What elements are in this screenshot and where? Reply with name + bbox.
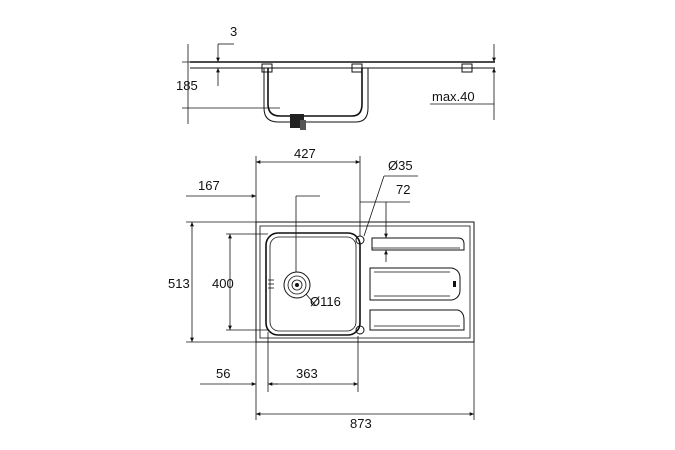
dim-depth: 185: [176, 78, 198, 93]
drainer-drain-slot: [453, 281, 456, 287]
sink-outline: [255, 221, 475, 343]
mounting-clip-right: [351, 63, 363, 73]
bowl-inner: [269, 236, 357, 332]
dim-drainer-width: 72: [396, 182, 410, 197]
waste-outlet: [300, 120, 306, 130]
dim-bowl-inner-width: 363: [296, 366, 318, 381]
bowl: [265, 232, 361, 336]
dim-bowl-width: 427: [294, 146, 316, 161]
drainer-rib-2: [369, 267, 461, 301]
drainer-rib-1: [371, 237, 465, 251]
dim-waste: Ø116: [310, 294, 341, 309]
waste-strainer: [283, 271, 311, 299]
bowl-section: [267, 68, 363, 117]
waste-strainer-core: [291, 279, 303, 291]
waste-center: [295, 283, 299, 287]
drainer-rib-3: [369, 309, 465, 331]
dim-bowl-depth: 400: [212, 276, 234, 291]
dim-edge-offset: 56: [216, 366, 230, 381]
bowl-outer-section: [263, 68, 369, 123]
dim-offset-left: 167: [198, 178, 220, 193]
waste-strainer-inner: [287, 275, 307, 295]
side-section-view: 3 185 max.40: [176, 24, 496, 130]
dim-overall-depth: 513: [168, 276, 190, 291]
dim-overall-width: 873: [350, 416, 372, 431]
dim-max-cutout: max.40: [432, 89, 475, 104]
mounting-clip-far: [461, 63, 473, 73]
mounting-clip-left: [261, 63, 273, 73]
plan-view: 427 Ø35 167 72 513 400 Ø116 56: [168, 146, 475, 431]
sink-inner-outline: [259, 225, 471, 339]
tap-hole-bottom: [355, 325, 365, 335]
dim-rim-thickness: 3: [230, 24, 237, 39]
dim-tap-hole: Ø35: [388, 158, 413, 173]
